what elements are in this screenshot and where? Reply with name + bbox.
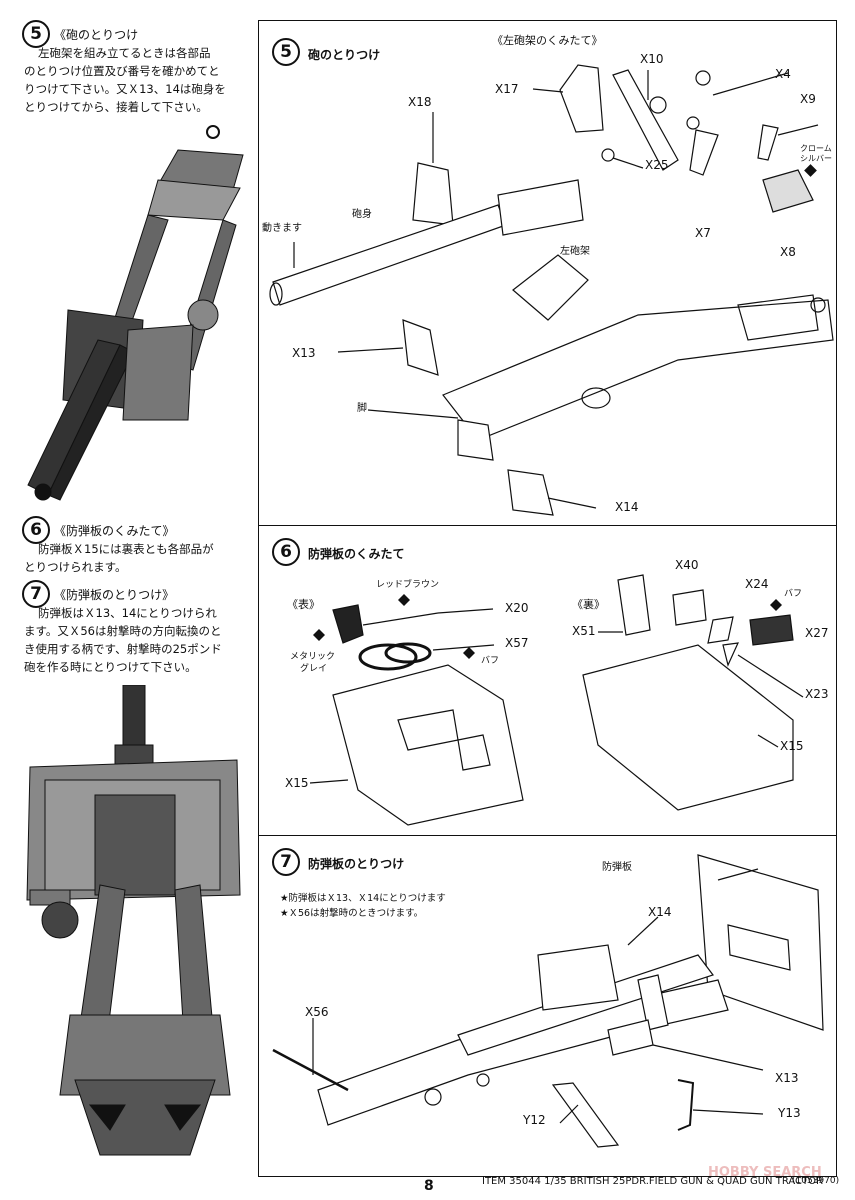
panel7-note-2: ★Ｘ56は射撃時のときつけます。 (280, 908, 424, 919)
step6-line-2: とりつけられます。 (24, 560, 127, 574)
footer-item-text: ITEM 35044 1/35 BRITISH 25PDR.FIELD GUN … (482, 1176, 823, 1187)
watermark-logo: HOBBY SEARCH (708, 1165, 822, 1180)
panel7-label-y12: Y12 (523, 1113, 546, 1127)
panel6-label-x20: X20 (505, 601, 529, 615)
panel6-label-x15-front: X15 (285, 776, 309, 790)
panel5-label-x17: X17 (495, 82, 519, 96)
panel6-label-buff: バフ (481, 656, 500, 666)
panel6-number-badge: 6 (272, 538, 300, 566)
panel6-label-buff2: バフ (784, 589, 803, 599)
panel5-label-x13: X13 (292, 346, 316, 360)
step7-line-4: 砲を作る時にとりつけて下さい。 (24, 660, 197, 674)
panel5-label-x10: X10 (640, 52, 664, 66)
panel5-label-barrel: 砲身 (352, 209, 372, 220)
panel7-label-x13: X13 (775, 1071, 799, 1085)
instruction-panel (258, 20, 837, 1177)
panel5-label-x9: X9 (800, 92, 816, 106)
panel7-title: 防弾板のとりつけ (308, 857, 405, 871)
panel5-label-x18: X18 (408, 95, 432, 109)
panel6-diagram (309, 574, 804, 826)
panel6-label-red-brown: レッドブラウン (376, 580, 440, 590)
panel6-label-grey: グレイ (300, 664, 328, 674)
step5-line-4: とりつけてから、接着して下さい。 (24, 100, 208, 114)
step7-model-photo (26, 685, 241, 1156)
panel6-label-x23: X23 (805, 687, 829, 701)
panel5-label-x25: X25 (645, 158, 669, 172)
panel5-label-leg: 脚 (357, 403, 367, 414)
step5-line-1: 左砲架を組み立てるときは各部品 (38, 46, 211, 60)
panel5-number-badge: 5 (272, 38, 300, 66)
panel6-label-metallic: メタリック (290, 652, 336, 662)
panel5-label-chrome: クローム (800, 144, 832, 153)
panel7-diagram (272, 854, 824, 1148)
footer-item-code: (1053970) (792, 1176, 840, 1186)
panel7-label-x56: X56 (305, 1005, 329, 1019)
panel6-label-x15-back: X15 (780, 739, 804, 753)
panel5-label-silver: シルバー (800, 154, 832, 163)
panel5-label-x14: X14 (615, 500, 639, 514)
step5-line-2: のとりつけ位置及び番号を確かめてと (24, 64, 220, 78)
step7-title: 《防弾板のとりつけ》 (54, 588, 175, 602)
panel5-label-x8: X8 (780, 245, 796, 259)
panel-divider-6-7 (258, 835, 837, 836)
panel5-label-x7: X7 (695, 226, 711, 240)
panel-divider-5-6 (258, 525, 837, 526)
panel6-front-label: 《表》 (287, 598, 320, 611)
panel6-back-label: 《裏》 (572, 598, 605, 611)
panel5-subassembly-title: 《左砲架のくみたて》 (492, 34, 603, 47)
step6-title: 《防弾板のくみたて》 (54, 524, 175, 538)
step5-title: 《砲のとりつけ (54, 28, 139, 42)
panel5-title: 砲のとりつけ (308, 48, 381, 62)
step7-line-3: き使用する柄です、射撃時の25ポンド (24, 642, 222, 656)
step5-number-badge: 5 (22, 20, 50, 48)
panel6-label-x24: X24 (745, 577, 769, 591)
step7-number-badge: 7 (22, 580, 50, 608)
panel5-label-x4: X4 (775, 67, 791, 81)
panel6-label-x51: X51 (572, 624, 596, 638)
panel7-label-y13: Y13 (778, 1106, 801, 1120)
panel6-label-x57: X57 (505, 636, 529, 650)
step5-line-3: りつけて下さい。又Ｘ13、14は砲身を (24, 82, 226, 96)
panel7-label-x14: X14 (648, 905, 672, 919)
panel6-label-x27: X27 (805, 626, 829, 640)
panel5-label-left-carriage: 左砲架 (560, 246, 590, 257)
panel5-label-moves: 動きます (262, 223, 302, 234)
step6-line-1: 防弾板Ｘ15には裏表とも各部品が (38, 542, 214, 556)
step6-number-badge: 6 (22, 516, 50, 544)
panel7-number-badge: 7 (272, 848, 300, 876)
page-number: 8 (424, 1178, 434, 1194)
panel5-diagram (269, 64, 834, 516)
panel6-label-x40: X40 (675, 558, 699, 572)
panel6-title: 防弾板のくみたて (308, 547, 405, 561)
step7-line-2: ます。又Ｘ56は射撃時の方向転換のと (24, 624, 222, 638)
step7-line-1: 防弾板はＸ13、14にとりつけられ (38, 606, 217, 620)
step5-model-photo (8, 120, 258, 520)
panel7-note-1: ★防弾板はＸ13、Ｘ14にとりつけます (280, 893, 446, 904)
panel7-label-shield: 防弾板 (602, 862, 632, 873)
